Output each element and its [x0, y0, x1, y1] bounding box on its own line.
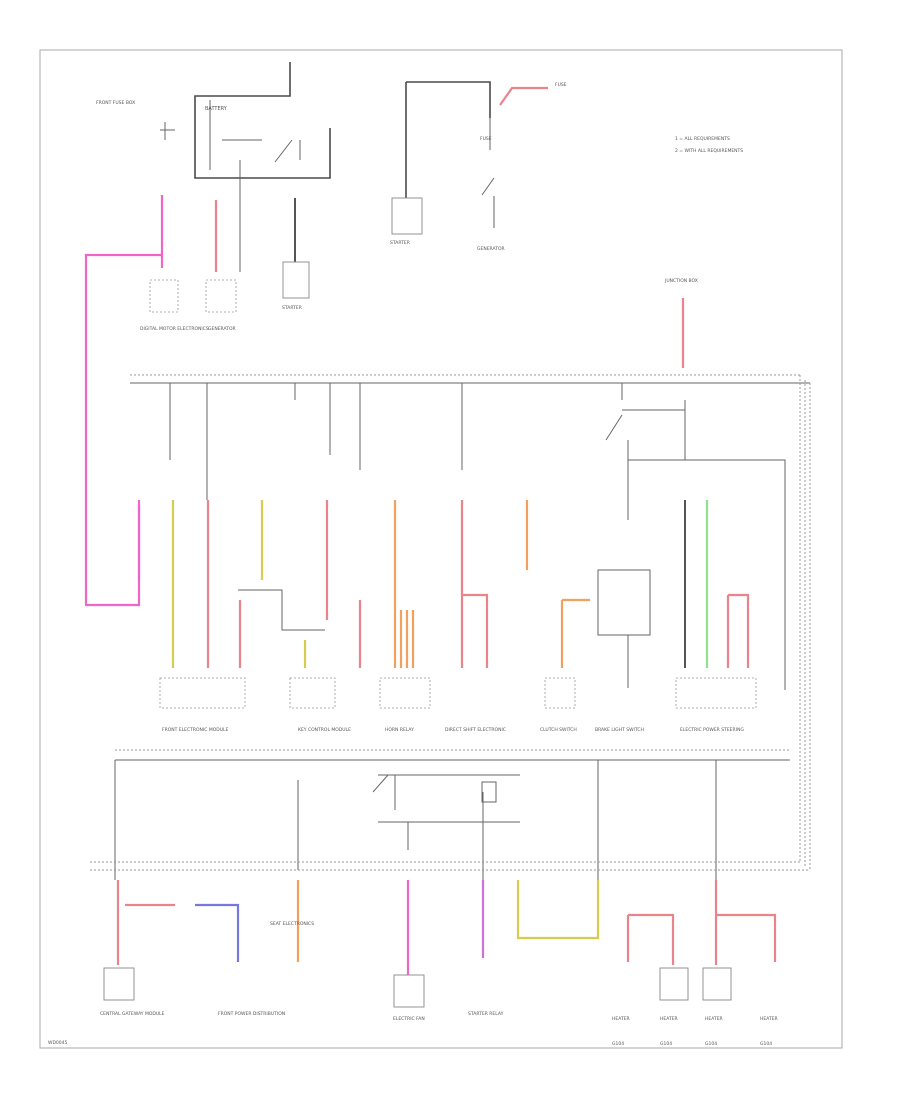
bottom-3-label: ELECTRIC FAN [393, 1016, 425, 1022]
dme-label: DIGITAL MOTOR ELECTRONICS [140, 326, 209, 332]
heater-1-label: HEATER [612, 1016, 630, 1022]
lower-bus [90, 749, 810, 880]
lower-modules: CENTRAL GATEWAY MODULE FRONT POWER DISTR… [100, 921, 778, 1047]
ground-3-label: G104 [705, 1041, 717, 1047]
generator-section: STARTER GENERATOR FUSE FUSE [390, 81, 567, 252]
bottom-4-label: STARTER RELAY [468, 1011, 504, 1017]
diagram-frame [39, 49, 843, 1049]
legend-line-2: 2 = WITH ALL REQUIREMENTS [675, 148, 743, 154]
page-id: WD0045 [48, 1040, 68, 1046]
module-1-label: FRONT ELECTRONIC MODULE [162, 727, 229, 733]
generator-2-label: GENERATOR [477, 246, 505, 252]
bottom-1-label: CENTRAL GATEWAY MODULE [100, 1011, 165, 1017]
module-3-label: HORN RELAY [385, 727, 414, 733]
bottom-5-label: SEAT ELECTRONICS [270, 921, 314, 927]
main-bus [130, 374, 811, 870]
module-5-label: CLUTCH SWITCH [540, 727, 577, 733]
module-7-label: ELECTRIC POWER STEERING [680, 727, 744, 733]
junction-box-label: JUNCTION BOX [664, 278, 698, 284]
battery-section: BATTERY FRONT FUSE BOX STARTER DIGITAL M… [96, 62, 331, 332]
fuse-c-2-label: FUSE [480, 136, 492, 142]
lower-wires [116, 880, 777, 975]
heater-4-label: HEATER [760, 1016, 778, 1022]
module-4-label: DIRECT SHIFT ELECTRONIC [445, 727, 506, 733]
heater-2-label: HEATER [660, 1016, 678, 1022]
starter-label: STARTER [282, 305, 302, 311]
upper-modules: FRONT ELECTRONIC MODULE KEY CONTROL MODU… [159, 677, 757, 733]
module-2-label: KEY CONTROL MODULE [298, 727, 351, 733]
generator-connector [205, 279, 237, 313]
dme-connector [149, 279, 179, 313]
branch-wires [137, 459, 786, 690]
starter-2-label: STARTER [390, 240, 410, 246]
ground-4-label: G104 [760, 1041, 772, 1047]
battery-label: BATTERY [205, 106, 228, 112]
fuse-c-label: FUSE [555, 82, 567, 88]
module-6-label: BRAKE LIGHT SWITCH [595, 727, 644, 733]
pink-feed-wire [84, 253, 162, 607]
ground-1-label: G104 [612, 1041, 624, 1047]
generator-label: GENERATOR [208, 326, 236, 332]
ground-2-label: G104 [660, 1041, 672, 1047]
starter-body [282, 261, 310, 299]
bottom-2-label: FRONT POWER DISTRIBUTION [218, 1011, 285, 1017]
legend-line-1: 1 = ALL REQUIREMENTS [675, 136, 730, 142]
heater-3-label: HEATER [705, 1016, 723, 1022]
front-fuse-box-label: FRONT FUSE BOX [96, 100, 135, 106]
